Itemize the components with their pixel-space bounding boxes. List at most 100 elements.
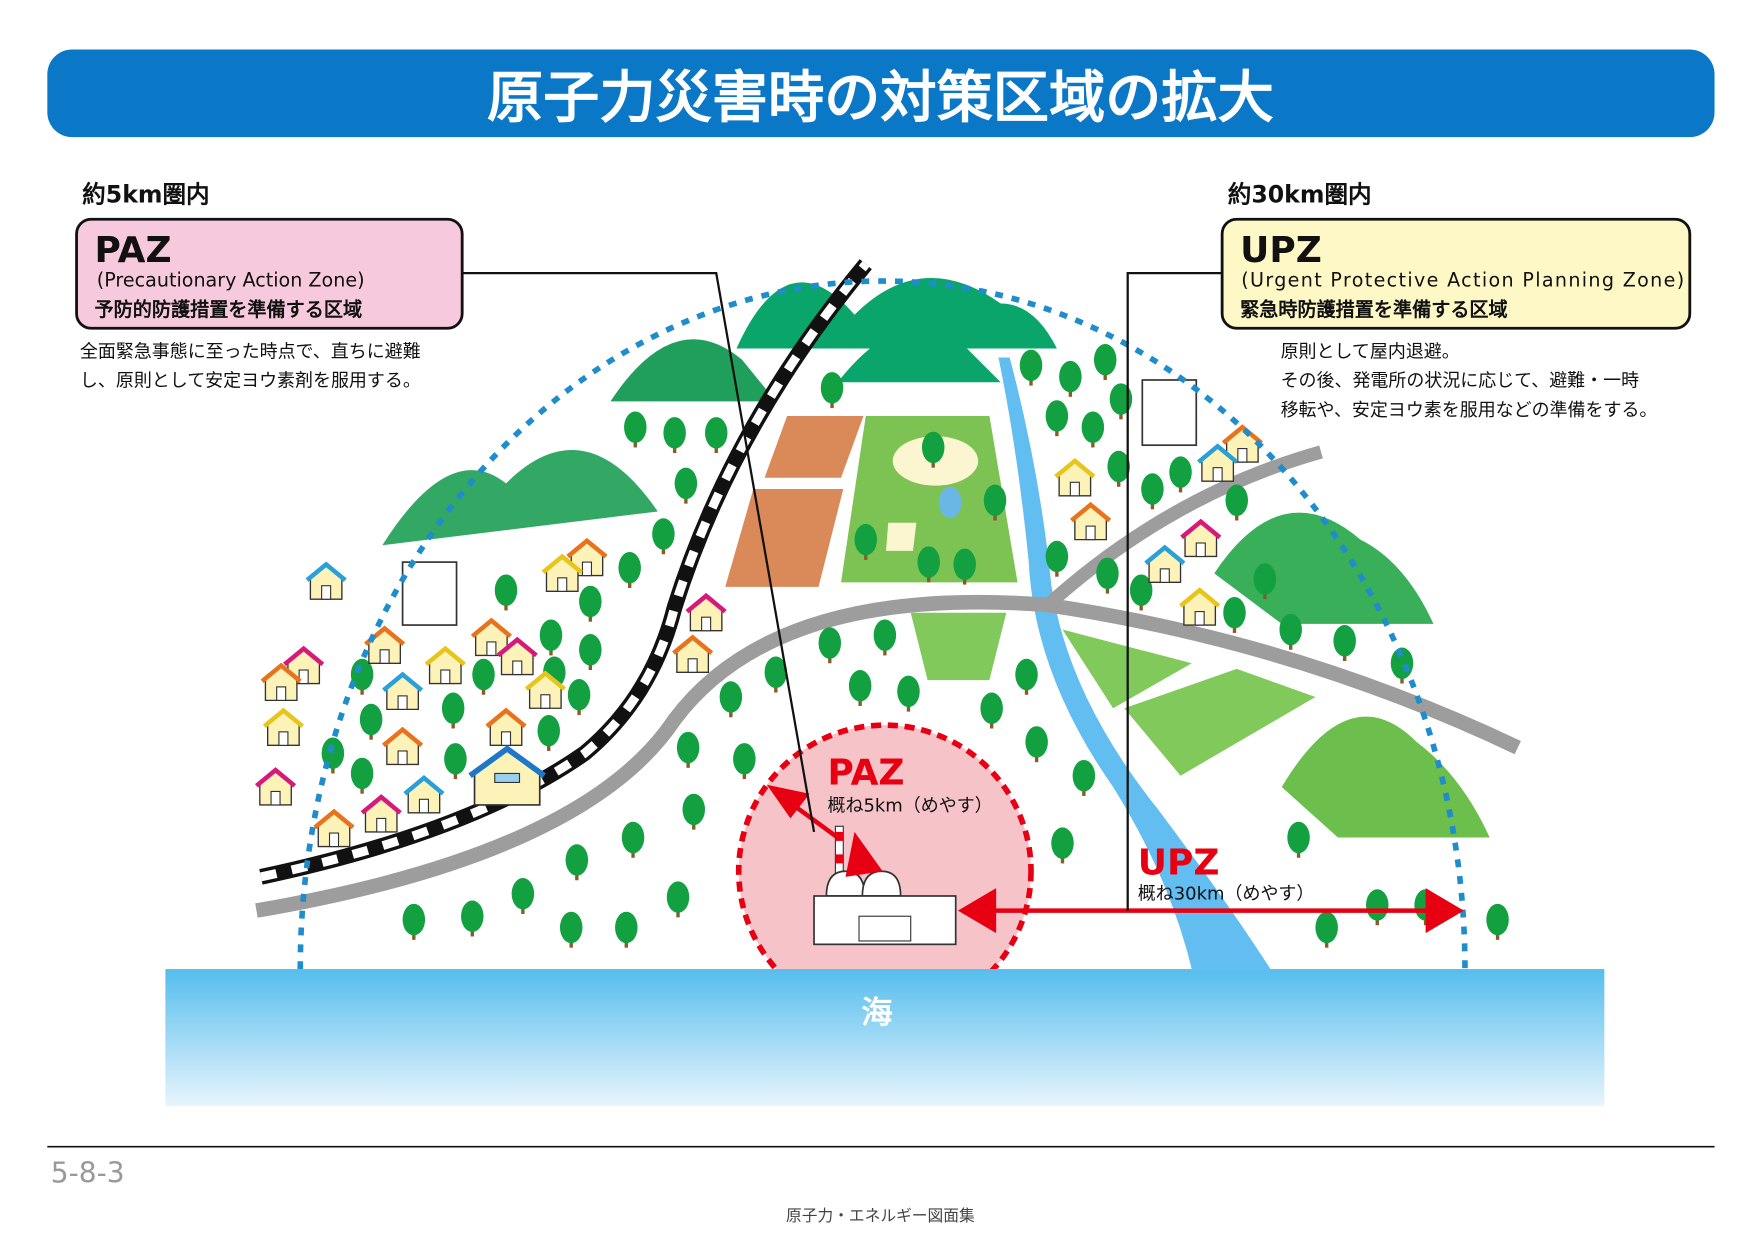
house-icon <box>524 670 566 709</box>
tree-icon <box>1093 344 1117 380</box>
tree-icon <box>1315 911 1338 948</box>
road-branch <box>1041 445 1323 613</box>
upz-box <box>1220 217 1692 330</box>
distance-arrows <box>766 784 1464 934</box>
paz-zone-circle <box>735 722 1034 970</box>
book-title: 原子力・エネルギー図面集 <box>786 1206 975 1225</box>
tree-icon <box>676 731 700 768</box>
tree-icon <box>615 911 638 948</box>
tree-icon <box>402 903 426 940</box>
page-title: 原子力災害時の対策区域の拡大 <box>487 66 1274 131</box>
tree-icon <box>666 881 690 918</box>
tree-icon <box>567 679 591 715</box>
tree-icon <box>663 417 686 454</box>
tree-icon <box>1287 821 1310 858</box>
tree-icon <box>472 658 495 695</box>
paz-map-label: PAZ <box>828 753 905 794</box>
tree-icon <box>1225 484 1248 521</box>
tree-icon <box>441 692 465 729</box>
house-icon <box>485 707 527 747</box>
tree-icon <box>621 821 645 858</box>
tree-icon <box>733 743 756 780</box>
tree-icon <box>539 619 563 656</box>
tree-icon <box>1169 456 1192 493</box>
tree-icon <box>921 431 945 468</box>
tree-icon <box>1223 596 1246 633</box>
tree-icon <box>565 844 589 881</box>
tree-icon <box>1333 625 1356 662</box>
house-icon <box>672 634 714 673</box>
tree-icon <box>682 793 705 830</box>
paz-map-distance: 概ね5km（めやす） <box>828 796 993 817</box>
tree-icon <box>1141 473 1164 510</box>
upz-desc-line: 移転や、安定ヨウ素を服用などの準備をする。 <box>1281 400 1658 421</box>
tree-icon <box>461 900 484 937</box>
house-icon <box>255 767 297 806</box>
paz-desc-line: し、原則として安定ヨウ素剤を服用する。 <box>80 371 421 392</box>
map <box>255 259 1521 970</box>
paz-leader-line <box>462 272 816 833</box>
upz-full-name: (Urgent Protective Action Planning Zone) <box>1241 269 1684 292</box>
house-icon <box>313 808 355 848</box>
tree-icon <box>1059 360 1082 397</box>
house-icon <box>360 794 402 833</box>
tree-icon <box>618 551 641 588</box>
house-icon <box>1179 587 1221 626</box>
tree-icon <box>1019 349 1043 386</box>
house-icon <box>403 775 445 814</box>
tree-icon <box>1051 827 1074 864</box>
tree-icon <box>953 548 976 585</box>
tree-icon <box>444 743 467 780</box>
house-icon <box>382 671 424 711</box>
house-icon <box>1144 544 1186 584</box>
house-icon <box>305 561 347 600</box>
sea <box>165 969 1605 1107</box>
upz-leader-line <box>1126 272 1223 911</box>
tree-icon <box>854 523 877 560</box>
page-number: 5-8-3 <box>51 1157 125 1190</box>
tree-icon <box>494 574 518 611</box>
tree-icon <box>1081 411 1105 448</box>
house-icon <box>1180 518 1222 558</box>
upz-desc-line: その後、発電所の状況に応じて、避難・一時 <box>1281 371 1640 392</box>
tree-icon <box>537 714 560 751</box>
paz-range: 約5km圏内 <box>82 180 209 208</box>
house-icon <box>1197 443 1239 482</box>
river <box>998 357 1271 970</box>
house-icon <box>566 537 608 577</box>
tree-icon <box>1045 540 1069 577</box>
house-icon <box>260 662 302 702</box>
paz-jp-name: 予防的防護措置を準備する区域 <box>95 298 363 321</box>
upz-jp-name: 緊急時防護措置を準備する区域 <box>1240 298 1508 321</box>
nuclear-power-plant-icon <box>813 825 957 946</box>
tree-icon <box>897 675 920 712</box>
tree-icon <box>1015 658 1038 695</box>
tree-icon <box>1025 726 1048 763</box>
tree-icon <box>1072 759 1096 796</box>
tree-icon <box>359 703 383 740</box>
paz-desc-line: 全面緊急事態に至った時点で、直ちに避難 <box>80 341 421 362</box>
public-building <box>468 745 546 806</box>
tree-icon <box>350 658 374 695</box>
tree-icon <box>1129 574 1153 611</box>
house-icon <box>541 553 583 593</box>
tree-icon <box>579 634 602 671</box>
tree-icon <box>1366 889 1389 926</box>
tree-icon <box>983 484 1007 521</box>
upz-zone-boundary <box>297 278 1468 970</box>
tree-icon <box>818 627 842 664</box>
tree-icon <box>1279 613 1302 650</box>
paz-abbr: PAZ <box>95 230 172 271</box>
tree-icon <box>1253 563 1277 600</box>
tree-icon <box>820 372 844 409</box>
tree-icon <box>719 681 743 718</box>
tree-icon <box>652 518 675 555</box>
house-icon <box>1054 458 1096 497</box>
sea-label: 海 <box>861 995 892 1031</box>
tree-icon <box>764 656 788 693</box>
tree-icon <box>624 411 647 448</box>
tree-icon <box>917 546 940 583</box>
house-icon <box>1070 501 1112 541</box>
upz-abbr: UPZ <box>1240 230 1322 271</box>
